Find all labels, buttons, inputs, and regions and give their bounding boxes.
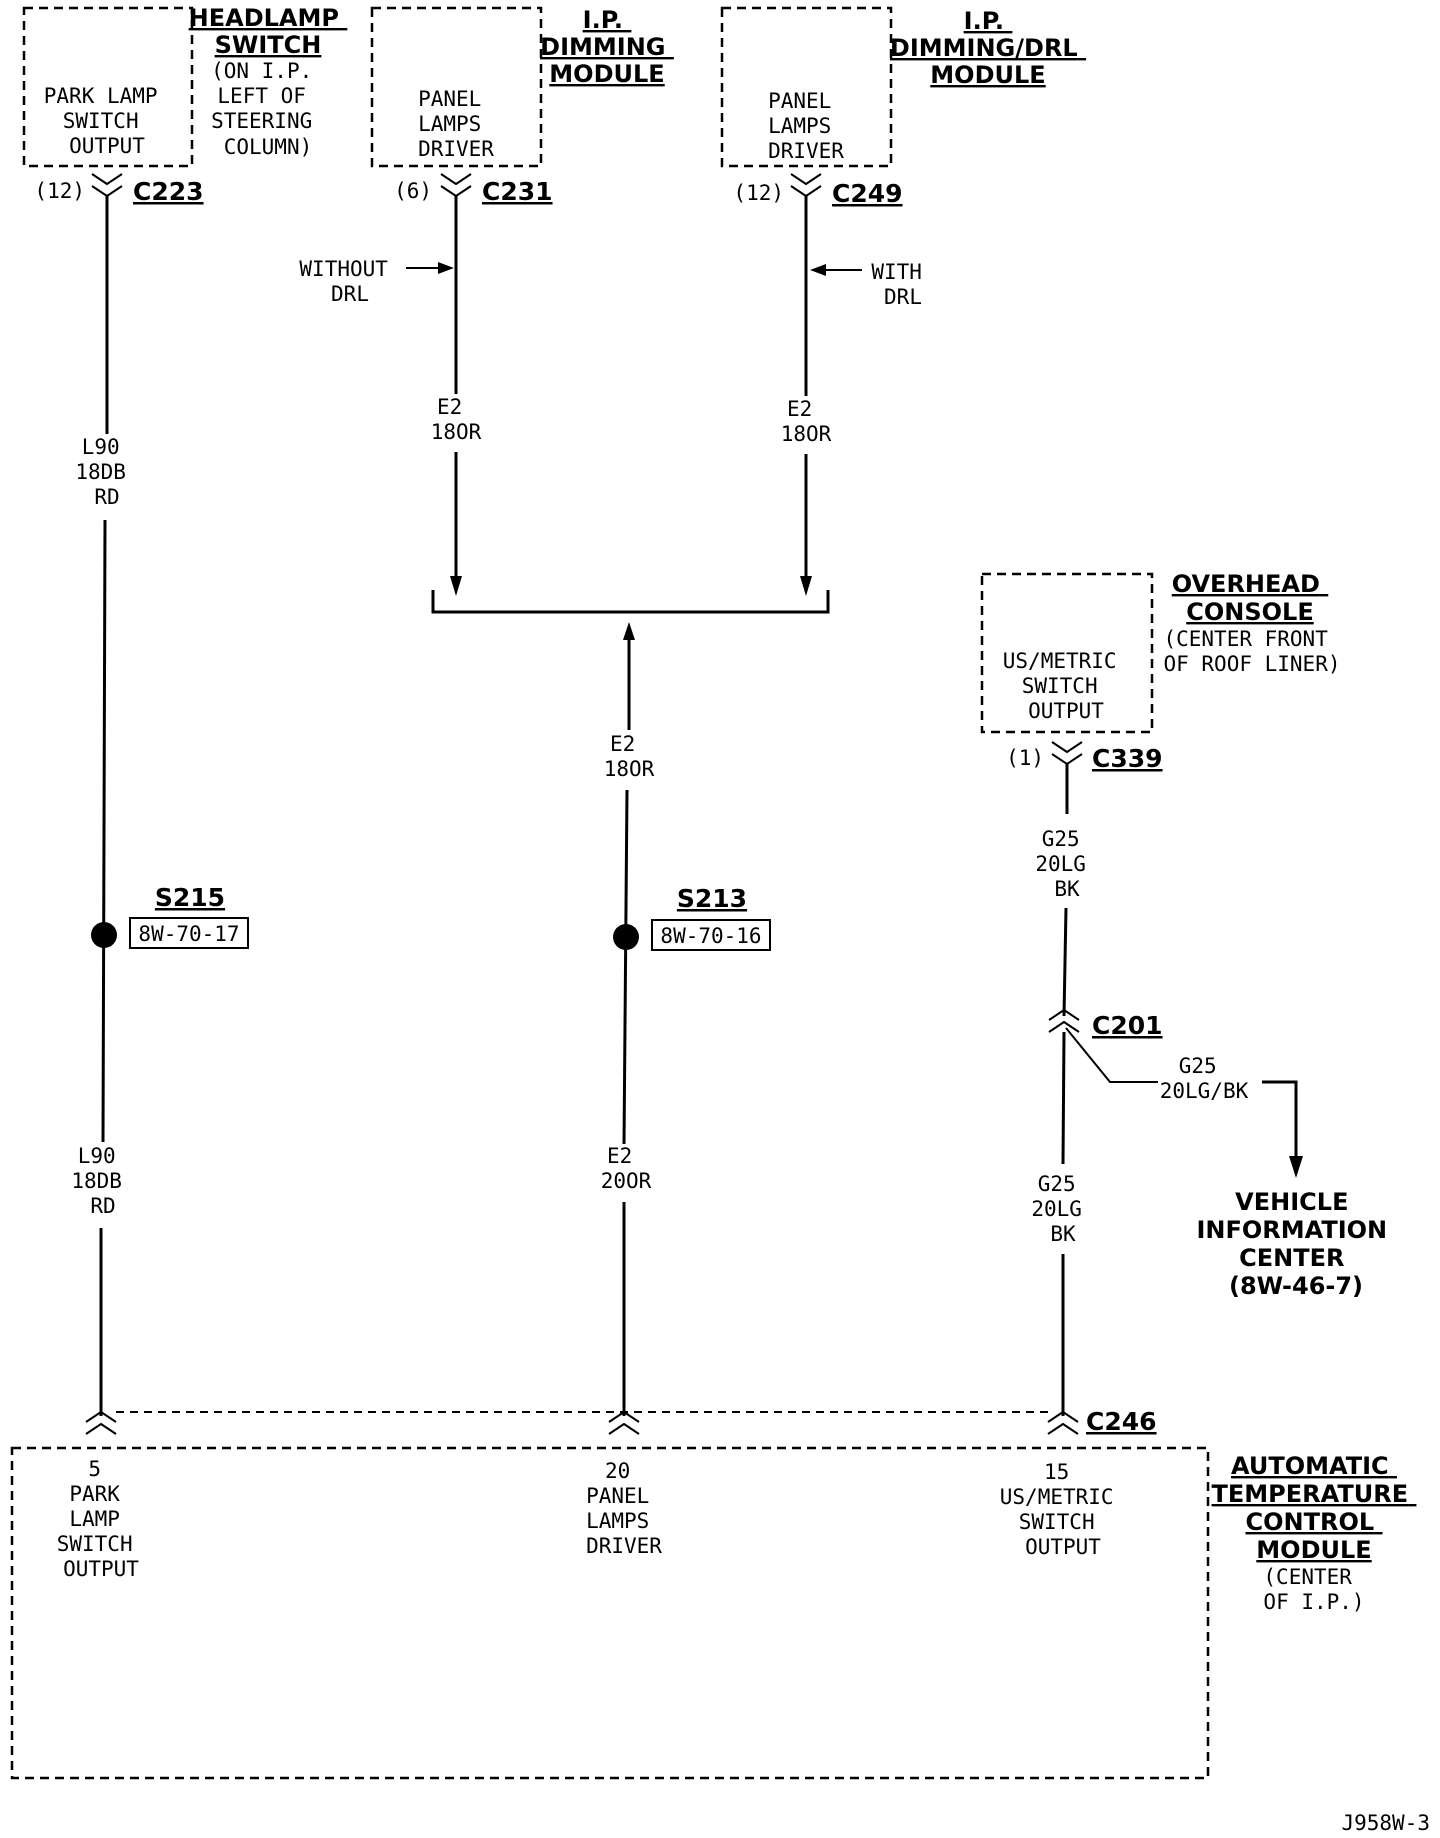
connector-pin: (6) [394,179,432,203]
g25-wire-upper-label: G25 20LG BK [1035,827,1098,901]
overhead-console-title: OVERHEAD CONSOLE [1172,570,1329,626]
connector-chevron [1047,1422,1079,1435]
connector-c223: (12) C223 [34,173,204,206]
l90-wire-middle [101,519,107,1143]
connector-chevron [85,1422,117,1435]
connector-name: C246 [1086,1407,1157,1436]
headlamp-switch-title: HEADLAMP SWITCH [189,4,348,59]
ip-dimming-drl-module: PANEL LAMPS DRIVER I.P. DIMMING/DRL MODU… [720,6,1086,168]
ip-dimming-drl-module-box [720,6,893,168]
splice-s213-dot [613,924,639,950]
without-drl-note: WITHOUT DRL [299,257,400,306]
park-lamp-output-label: PARK LAMP SWITCH OUTPUT [44,84,170,158]
connector-chevron [790,173,822,186]
without-drl-arrowhead [438,262,454,274]
g25-branch-leader [1065,1027,1158,1083]
headlamp-switch: PARK LAMP SWITCH OUTPUT HEADLAMP SWITCH … [22,4,348,168]
ip-dimming-module-title: I.P. DIMMING MODULE [540,6,674,88]
connector-chevron [1048,1020,1080,1033]
splice-s215-ref-box [129,917,249,949]
connector-c231: (6) C231 [394,173,553,206]
overhead-console-box [980,572,1154,734]
connector-c339: (1) C339 [1006,741,1163,773]
e2-mid-wire-label: E2 18OR [604,732,655,781]
e2-junction-arrowhead [623,622,635,640]
connector-chevron [790,185,822,198]
connector-chevron [91,185,123,198]
with-drl-note: WITH DRL [871,260,934,309]
atc-pin-5: 5 PARK LAMP SWITCH OUTPUT [57,1457,146,1581]
ip-dimming-module-box [370,6,543,168]
headlamp-switch-box [22,6,194,168]
atc-module-title: AUTOMATIC TEMPERATURE CONTROL MODULE [1212,1452,1417,1564]
panel-lamps-driver-label: PANEL LAMPS DRIVER [418,87,494,161]
us-metric-output-label: US/METRIC SWITCH OUTPUT [1003,649,1129,723]
connector-chevron [440,173,472,186]
l90-wire-upper-label: L90 18DB RD [75,435,138,509]
e2-left-wire-label: E2 18OR [431,395,482,444]
connector-pin: (1) [1006,746,1044,770]
connector-name: C201 [1092,1011,1163,1040]
connector-c201: C201 [1048,1008,1163,1040]
headlamp-switch-location: (ON I.P. LEFT OF STEERING COLUMN) [211,59,325,159]
connector-chevron [1048,1008,1080,1021]
e2-mid-wire-lower [622,789,629,1145]
l90-wire-lower-label: L90 18DB RD [71,1144,134,1218]
g25-wire-lower-label: G25 20LG BK [1031,1172,1094,1246]
vic-title: VEHICLE INFORMATION CENTER (8W-46-7) [1196,1188,1395,1300]
connector-name: C249 [832,179,903,208]
atc-pin-20: 20 PANEL LAMPS DRIVER [586,1459,662,1558]
with-drl-arrowhead [810,264,826,276]
connector-chevron [91,173,123,186]
g25-branch-wire [1262,1080,1298,1160]
connector-chevron [1047,1410,1079,1423]
e2-left-arrowhead [450,576,462,596]
e2-right-arrowhead [800,576,812,596]
e2-bottom-wire-label: E2 20OR [601,1144,652,1193]
connector-chevron [1051,741,1083,754]
connector-chevron [1051,753,1083,766]
g25-wire-lower-a [1061,1031,1066,1165]
connector-c249: (12) C249 [733,173,903,208]
connector-chevron [85,1410,117,1423]
vic-arrowhead [1289,1156,1303,1178]
ip-dimming-drl-module-title: I.P. DIMMING/DRL MODULE [890,7,1086,89]
splice-s215-name: S215 [155,883,225,912]
ip-dimming-module: PANEL LAMPS DRIVER I.P. DIMMING MODULE [370,6,674,168]
atc-module-location: (CENTER OF I.P.) [1263,1565,1364,1614]
connector-pin: (12) [34,179,85,203]
splice-s215-dot [91,922,117,948]
atc-module: 5 PARK LAMP SWITCH OUTPUT 20 PANEL LAMPS… [10,1446,1417,1780]
splice-s213-name: S213 [677,884,747,913]
atc-module-box [10,1446,1210,1780]
overhead-console-location: (CENTER FRONT OF ROOF LINER) [1163,627,1340,676]
connector-name: C223 [133,177,204,206]
connector-pin: (12) [733,181,784,205]
e2-right-wire-label: E2 18OR [781,397,832,446]
g25-wire-upper-b [1062,907,1068,1017]
connector-chevron [608,1410,640,1423]
connector-name: C339 [1092,744,1163,773]
splice-s215-ref: 8W-70-17 [138,922,239,946]
g25-branch-label: G25 20LG/BK [1160,1054,1249,1103]
connector-name: C231 [482,177,553,206]
figure-id: J958W-3 [1341,1811,1430,1835]
drl-panel-lamps-driver-label: PANEL LAMPS DRIVER [768,89,844,163]
atc-pin-15: 15 US/METRIC SWITCH OUTPUT [1000,1460,1126,1559]
overhead-console: US/METRIC SWITCH OUTPUT OVERHEAD CONSOLE… [980,570,1341,734]
splice-s213-ref-box [651,919,771,951]
connector-c246: C246 [85,1407,1157,1436]
connector-chevron [440,185,472,198]
e2-junction-bracket [431,590,830,614]
splice-s213-ref: 8W-70-16 [660,924,761,948]
connector-chevron [608,1422,640,1435]
